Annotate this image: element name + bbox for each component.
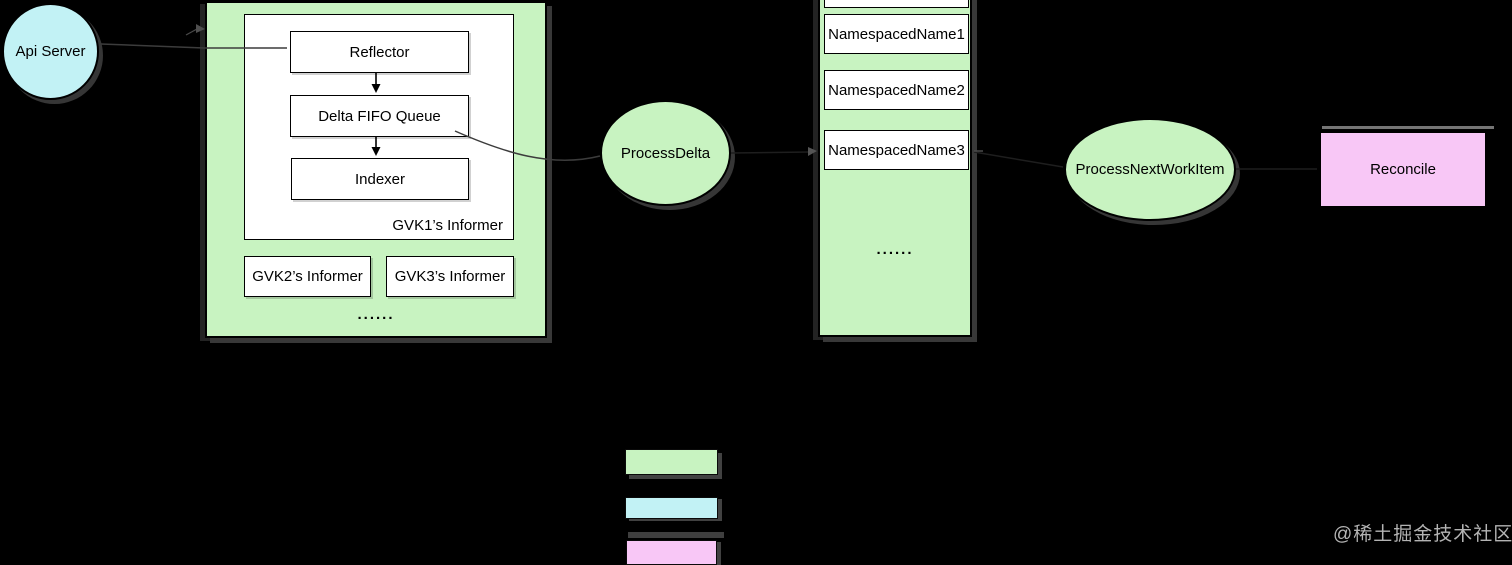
process-delta-label: ProcessDelta [620,144,711,162]
workqueue-item: NamespacedName2 [824,70,969,110]
legend-shadow-line [628,532,724,538]
workqueue-item: NamespacedName1 [824,14,969,54]
gvk3-informer-label: GVK3’s Informer [394,268,506,285]
reconcile-label: Reconcile [1370,161,1436,178]
gvk2-informer-label: GVK2’s Informer [252,268,363,285]
reconcile-shadow-line [1322,126,1494,129]
api-server-label: Api Server [15,43,86,60]
gvk2-informer-box: GVK2’s Informer [244,256,371,297]
process-next-work-item-label: ProcessNextWorkItem [1075,161,1225,178]
gvk1-informer-box: Reflector Delta FIFO Queue Indexer GVK1’… [244,14,514,240]
workqueue-item-partial [824,0,969,8]
gvk1-informer-label: GVK1’s Informer [392,217,503,234]
workqueue-box: NamespacedName1 NamespacedName2 Namespac… [818,0,972,337]
gvk3-informer-box: GVK3’s Informer [386,256,514,297]
legend-swatch-pink [626,540,717,565]
delta-fifo-queue-box: Delta FIFO Queue [290,95,469,137]
workqueue-item-label: NamespacedName2 [828,81,965,99]
reflector-label: Reflector [349,43,410,61]
process-delta-ellipse: ProcessDelta [600,100,731,206]
watermark-label: @稀土掘金技术社区 [1333,524,1512,545]
process-next-work-item-ellipse: ProcessNextWorkItem [1064,118,1236,221]
workqueue-ellipsis: ...... [876,241,914,258]
indexer-label: Indexer [354,170,406,188]
workqueue-item: NamespacedName3 [824,130,969,170]
reflector-box: Reflector [290,31,469,73]
informer-group-box: Reflector Delta FIFO Queue Indexer GVK1’… [205,1,547,338]
legend-swatch-green [625,449,718,475]
api-server-ellipse: Api Server [2,3,99,100]
legend-swatch-cyan [625,497,718,519]
indexer-box: Indexer [291,158,469,200]
reconcile-box: Reconcile [1320,132,1486,207]
workqueue-item-label: NamespacedName1 [828,25,965,43]
delta-fifo-queue-label: Delta FIFO Queue [318,107,441,125]
informer-ellipsis: ...... [357,306,395,323]
workqueue-item-label: NamespacedName3 [828,141,965,159]
